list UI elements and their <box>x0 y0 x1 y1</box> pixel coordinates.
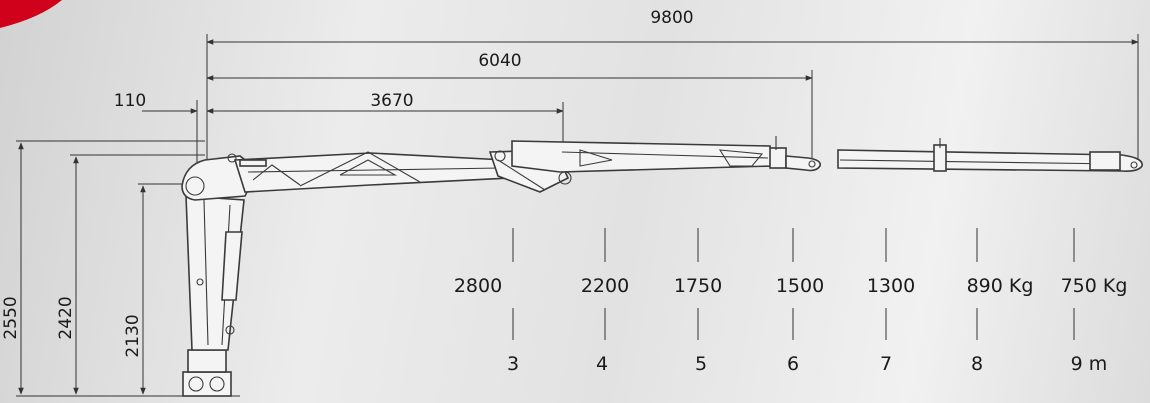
dim-line-2420: 2420 <box>56 154 205 395</box>
dim-line-3670: 3670 <box>206 91 564 165</box>
capacity-label: 2800 <box>454 275 502 297</box>
crane-outer-boom <box>511 140 773 173</box>
capacity-label: 890 Kg <box>967 275 1034 297</box>
distance-label: 7 <box>880 353 892 375</box>
capacity-label: 2200 <box>581 275 629 297</box>
load-distances: 3 4 5 6 7 8 9 m <box>507 353 1107 375</box>
dim-label-2550: 2550 <box>1 296 21 339</box>
crane-inner-boom <box>233 152 512 193</box>
capacity-label: 1500 <box>776 275 824 297</box>
dim-label-9800: 9800 <box>650 8 693 28</box>
dim-label-2420: 2420 <box>56 296 76 339</box>
crane-extension <box>837 149 1143 172</box>
dim-label-3670: 3670 <box>370 91 413 111</box>
capacity-label: 1750 <box>674 275 722 297</box>
distance-label: 3 <box>507 353 519 375</box>
load-chart-ticks <box>512 228 1075 340</box>
distance-label: 5 <box>695 353 707 375</box>
load-capacities: 2800 2200 1750 1500 1300 890 Kg 750 Kg <box>454 275 1128 297</box>
capacity-label: 1300 <box>867 275 915 297</box>
distance-label: 9 m <box>1071 353 1108 375</box>
distance-label: 8 <box>971 353 983 375</box>
distance-label: 4 <box>596 353 608 375</box>
dim-line-9800: 9800 <box>206 8 1139 165</box>
dim-line-6040: 6040 <box>206 51 813 160</box>
dim-line-2550: 2550 <box>1 140 205 395</box>
distance-label: 6 <box>787 353 799 375</box>
corner-accent <box>0 0 62 28</box>
dim-label-110: 110 <box>114 91 146 111</box>
capacity-label: 750 Kg <box>1061 275 1128 297</box>
dim-label-6040: 6040 <box>478 51 521 71</box>
dim-label-2130: 2130 <box>123 314 143 357</box>
crane-illustration <box>181 136 1143 397</box>
dim-line-2130: 2130 <box>123 183 190 395</box>
